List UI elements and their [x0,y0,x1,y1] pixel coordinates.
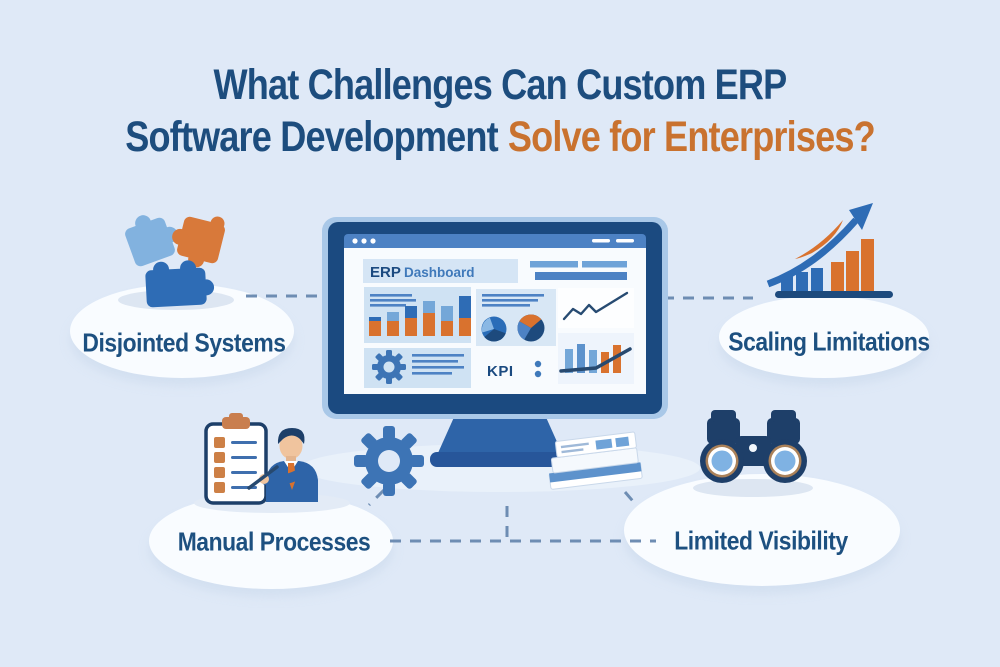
growth-chart-icon [766,203,893,298]
dashed-connectors [246,294,753,543]
stacked-bar-chart-panel [364,287,471,343]
pie-charts-panel [476,289,556,346]
dashboard-title-panel [363,259,518,283]
clipboard-person-icon [194,413,350,513]
binocular-lens-left [700,439,744,483]
challenge-label-limited-visibility: Limited Visibility [674,525,848,556]
binoculars-icon [693,410,813,497]
kpi-label: KPI [487,363,514,380]
kpi-dot-icon [534,370,542,378]
browser-dash-icon [592,239,610,243]
pie-chart-2-icon [517,314,545,342]
browser-dot-icon [352,238,358,244]
mini-gear-icon [372,350,406,384]
browser-dot-icon [370,238,376,244]
kpi-dot-icon [534,360,542,368]
gear-icon [354,426,424,496]
header-widget-bars [530,261,627,280]
page-title: What Challenges Can Custom ERP Software … [80,60,920,163]
challenge-label-scaling-limitations: Scaling Limitations [728,326,930,357]
connector-books [623,491,640,508]
bubble-scaling-limitations [719,296,929,386]
title-line2-accent: Solve for Enterprises? [507,112,876,161]
challenge-label-disjointed-systems: Disjointed Systems [82,327,286,358]
settings-panel [364,348,471,388]
browser-dash-icon [616,239,634,243]
puzzle-pieces-icon [118,215,234,310]
bubble-manual-processes [149,493,393,597]
checklist-rows [214,437,257,493]
browser-dot-icon [361,238,367,244]
bubble-disjointed-systems [70,284,294,386]
connector-gear [367,488,386,507]
trend-bar-chart-panel [558,333,634,384]
title-line1: What Challenges Can Custom ERP [213,61,788,109]
growth-arrow [766,217,859,288]
pen-icon [247,465,279,490]
monitor-stand-neck [438,415,562,453]
pie-chart-1-icon [481,316,507,342]
binocular-lens-right [763,439,807,483]
dashboard-title-rest: Dashboard [404,265,475,280]
bubble-limited-visibility [624,474,900,594]
dashboard-title-bold: ERP [370,264,401,281]
title-line2-dark: Software Development [125,112,498,161]
books-stack-icon [548,431,643,490]
erp-monitor: ERP Dashboard [322,217,668,467]
line-chart-panel [558,288,634,328]
person [247,428,318,502]
challenge-label-manual-processes: Manual Processes [177,526,371,557]
monitor-stand-base [430,452,570,467]
